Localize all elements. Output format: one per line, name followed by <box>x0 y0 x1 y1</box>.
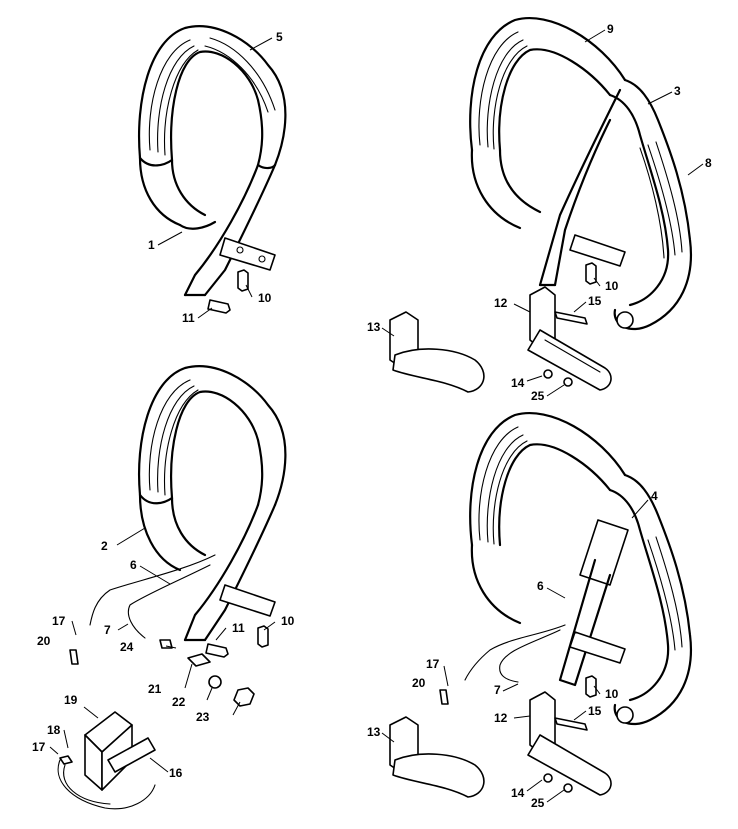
heater-element-group <box>57 711 156 810</box>
callout-12: 12 <box>494 711 508 725</box>
callout-14: 14 <box>511 786 525 800</box>
callout-10: 10 <box>281 614 295 628</box>
callout-15: 15 <box>588 704 602 718</box>
callout-18: 18 <box>47 723 61 737</box>
callout-13: 13 <box>367 725 381 739</box>
callout-6: 6 <box>537 579 544 593</box>
callout-21: 21 <box>148 682 162 696</box>
callout-17: 17 <box>52 614 66 628</box>
handle-bar-assembly-4 <box>439 412 692 796</box>
callout-11: 11 <box>182 311 195 325</box>
callout-12: 12 <box>494 296 508 310</box>
leader-lines <box>49 29 704 803</box>
handle-bar-assembly-2 <box>69 365 287 707</box>
callout-23: 23 <box>196 710 210 724</box>
callout-1: 1 <box>148 238 155 252</box>
callout-24: 24 <box>120 640 134 654</box>
callout-10: 10 <box>605 279 619 293</box>
callout-4: 4 <box>651 489 658 503</box>
callout-9: 9 <box>607 22 614 36</box>
callout-11: 11 <box>232 621 245 635</box>
callout-3: 3 <box>674 84 681 98</box>
callout-8: 8 <box>705 156 712 170</box>
callout-20: 20 <box>37 634 51 648</box>
callout-7: 7 <box>104 623 111 637</box>
part-13-upper <box>389 311 485 393</box>
callout-16: 16 <box>169 766 183 780</box>
callout-labels: 5 1 10 11 9 3 8 10 15 12 13 14 25 2 6 17… <box>32 22 712 810</box>
callout-14: 14 <box>511 376 525 390</box>
callout-13: 13 <box>367 320 381 334</box>
handle-bar-assembly-1 <box>138 25 287 314</box>
callout-22: 22 <box>172 695 186 709</box>
callout-10: 10 <box>605 687 619 701</box>
callout-25: 25 <box>531 796 545 810</box>
callout-15: 15 <box>588 294 602 308</box>
callout-10: 10 <box>258 291 272 305</box>
callout-19: 19 <box>64 693 78 707</box>
callout-25: 25 <box>531 389 545 403</box>
part-13-lower <box>389 716 485 798</box>
callout-2: 2 <box>101 539 108 553</box>
callout-5: 5 <box>276 30 283 44</box>
callout-6: 6 <box>130 558 137 572</box>
handle-bar-assembly-3 <box>469 17 692 391</box>
callout-20: 20 <box>412 676 426 690</box>
callout-17: 17 <box>32 740 46 754</box>
callout-17: 17 <box>426 657 440 671</box>
callout-7: 7 <box>494 683 501 697</box>
